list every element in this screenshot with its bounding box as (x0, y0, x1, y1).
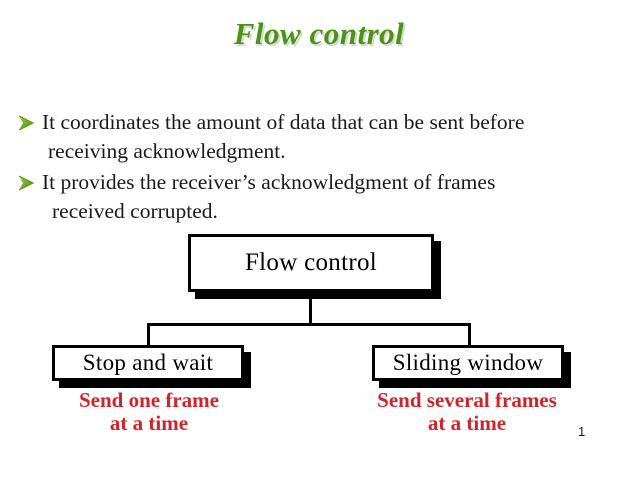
list-item: It provides the receiver’s acknowledgmen… (16, 168, 628, 226)
caption-line-2: at a time (427, 411, 507, 435)
caption-line-2: at a time (109, 411, 189, 435)
list-item-line-2: receiving acknowledgment. (48, 139, 286, 163)
page-number: 1 (578, 424, 586, 439)
list-item-line-2: received corrupted. (52, 199, 218, 223)
page-title: Flow control (233, 16, 405, 51)
connector-drop-left (147, 323, 150, 347)
diagram-caption-stop-and-wait: Send one frame at a time (38, 389, 260, 435)
connector-stem-vertical (309, 292, 312, 325)
diagram-caption-sliding-window: Send several frames at a time (332, 389, 602, 435)
diagram-node-flow-control: Flow control (188, 234, 434, 292)
connector-drop-right (468, 323, 471, 347)
list-item-line-1: It coordinates the amount of data that c… (42, 110, 525, 134)
green-arrowhead-bullet-icon (16, 112, 36, 132)
diagram-node-stop-and-wait: Stop and wait (52, 345, 244, 381)
connector-horizontal-bar (147, 323, 471, 326)
diagram-node-label: Stop and wait (82, 350, 214, 375)
list-item: It coordinates the amount of data that c… (16, 108, 628, 166)
diagram-node-label: Sliding window (392, 350, 544, 375)
caption-line-1: Send one frame (79, 388, 219, 412)
list-item-line-1: It provides the receiver’s acknowledgmen… (42, 170, 496, 194)
diagram-node-sliding-window: Sliding window (372, 345, 564, 381)
green-arrowhead-bullet-icon (16, 172, 36, 192)
diagram-node-label: Flow control (244, 249, 378, 276)
flow-control-tree-diagram: Flow control Stop and wait Sliding windo… (0, 228, 638, 438)
caption-line-1: Send several frames (377, 388, 557, 412)
bullet-list: It coordinates the amount of data that c… (16, 108, 628, 226)
